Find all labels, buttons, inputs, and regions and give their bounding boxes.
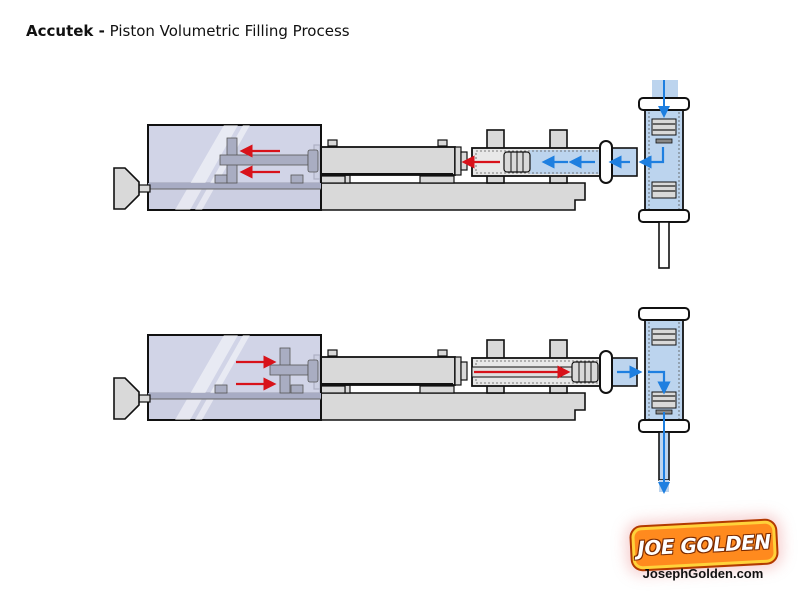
nozzle: [658, 221, 670, 269]
stage-intake: [113, 80, 690, 269]
check-valve-top: [651, 328, 677, 346]
cylinder-foot-right: [419, 175, 455, 184]
stage-dispense: [113, 307, 690, 494]
brand-name: Accutek -: [26, 22, 105, 40]
pipe-clamp: [599, 350, 613, 394]
valve-cap-bottom: [638, 209, 690, 223]
adjustment-knob: [113, 167, 151, 210]
valve-flow-arrow: [638, 147, 665, 169]
joe-golden-logo[interactable]: JOE GOLDEN JosephGolden.com: [628, 520, 778, 590]
valve-cap-top: [638, 307, 690, 321]
actuator-housing: [147, 334, 322, 421]
cylinder-foot-left: [319, 175, 346, 184]
logo-name: JOE GOLDEN: [636, 529, 772, 561]
cylinder-support: [344, 174, 351, 184]
adjustment-knob: [113, 377, 151, 420]
page-title: Accutek - Piston Volumetric Filling Proc…: [26, 22, 350, 40]
drive-cylinder: [319, 356, 456, 386]
cylinder-port-left: [327, 139, 338, 147]
piston-head: [571, 361, 599, 383]
check-valve-bottom: [651, 181, 677, 199]
pipe-clamp: [599, 140, 613, 184]
actuator-housing: [147, 124, 322, 211]
drive-cylinder: [319, 146, 456, 176]
cylinder-port-right: [437, 139, 448, 147]
title-text: Piston Volumetric Filling Process: [109, 22, 350, 40]
check-valve-top: [651, 118, 677, 144]
logo-badge: JOE GOLDEN: [630, 520, 778, 570]
logo-url-link[interactable]: JosephGolden.com: [642, 566, 764, 581]
valve-flow-arrow: [648, 370, 671, 395]
piston-head: [503, 151, 531, 173]
